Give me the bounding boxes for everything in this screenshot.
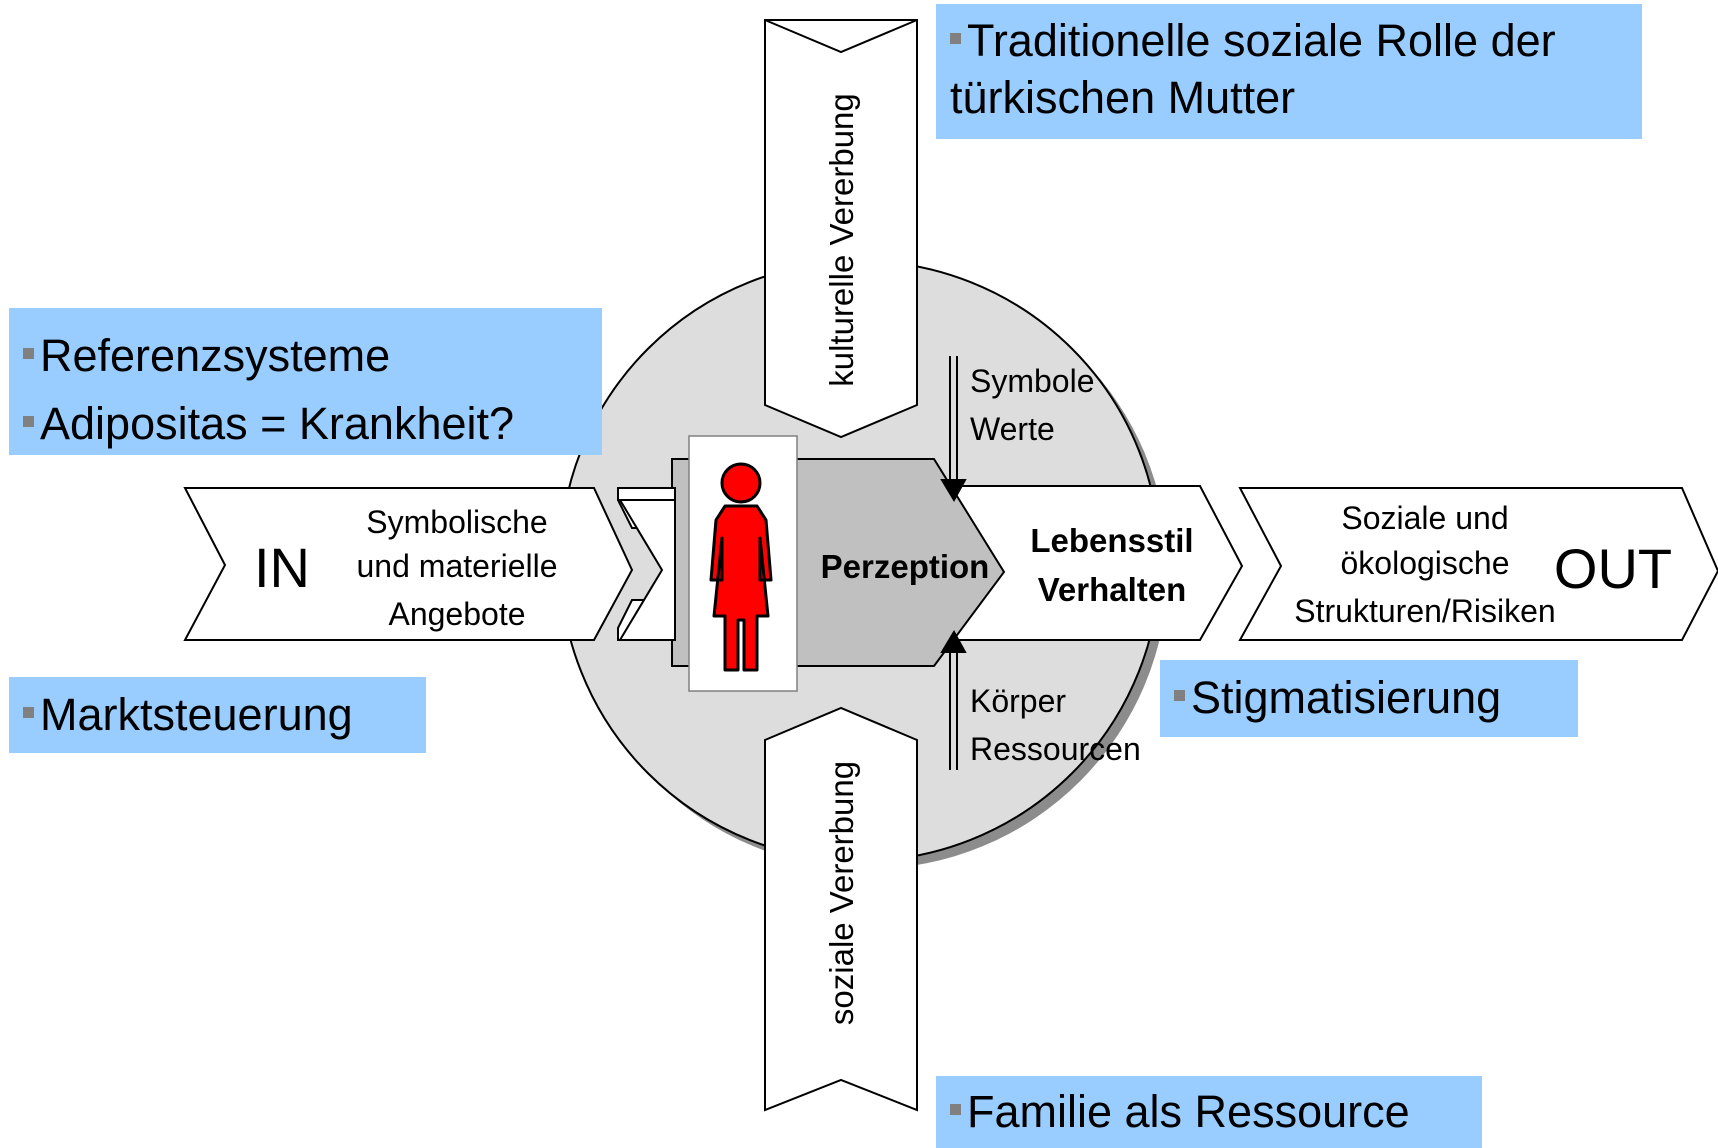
lifestyle-line-2: Verhalten [1038, 571, 1187, 608]
in-arrow [183, 487, 634, 641]
symbols-line-2: Werte [970, 411, 1055, 447]
bullet-icon [23, 415, 34, 427]
out-text-line-2: ökologische [1341, 545, 1510, 581]
top-arrow-label: kulturelle Vererbung [823, 93, 860, 387]
bullet-icon [23, 347, 34, 359]
box-stigma-line-1: Stigmatisierung [1191, 672, 1502, 723]
box-reference-line-1: Referenzsysteme [40, 330, 391, 381]
bullet-icon [950, 1103, 961, 1115]
box-market-control: Marktsteuerung [9, 677, 426, 753]
female-person-icon [709, 462, 773, 672]
box-traditional-role: Traditionelle soziale Rolle der türkisch… [936, 4, 1642, 139]
in-text-line-2: und materielle [357, 548, 558, 584]
box-family-resource: Familie als Ressource [936, 1076, 1482, 1148]
out-text-line-1: Soziale und [1341, 500, 1508, 536]
symbols-indicator-arrow [940, 356, 967, 503]
symbols-line-1: Symbole [970, 363, 1095, 399]
body-line-2: Ressourcen [970, 731, 1141, 767]
box-reference-systems: Referenzsysteme Adipositas = Krankheit? [9, 308, 602, 455]
box-traditional-role-line-1: Traditionelle soziale Rolle der [967, 15, 1556, 66]
box-stigmatization: Stigmatisierung [1160, 660, 1578, 737]
out-arrow [1238, 487, 1718, 641]
body-indicator-arrow [940, 629, 967, 770]
box-traditional-role-line-2: türkischen Mutter [950, 72, 1296, 123]
lifestyle-line-1: Lebensstil [1030, 522, 1193, 559]
box-reference-line-2: Adipositas = Krankheit? [40, 398, 515, 449]
bullet-icon [23, 706, 34, 718]
top-arrow-notch [764, 19, 918, 54]
body-line-1: Körper [970, 683, 1066, 719]
in-text-line-1: Symbolische [366, 504, 547, 540]
out-label: OUT [1554, 537, 1672, 600]
bottom-arrow-label: soziale Vererbung [823, 761, 860, 1025]
bottom-arrow [764, 706, 918, 1112]
box-market-line-1: Marktsteuerung [40, 689, 353, 740]
in-text-line-3: Angebote [388, 596, 525, 632]
connector-chevron-main [618, 499, 676, 641]
in-label: IN [254, 536, 310, 599]
box-family-line-1: Familie als Ressource [967, 1086, 1410, 1137]
bullet-icon [1174, 689, 1185, 701]
out-text-line-3: Strukturen/Risiken [1294, 593, 1555, 629]
perception-label: Perzeption [821, 548, 990, 585]
bullet-icon [950, 32, 961, 44]
